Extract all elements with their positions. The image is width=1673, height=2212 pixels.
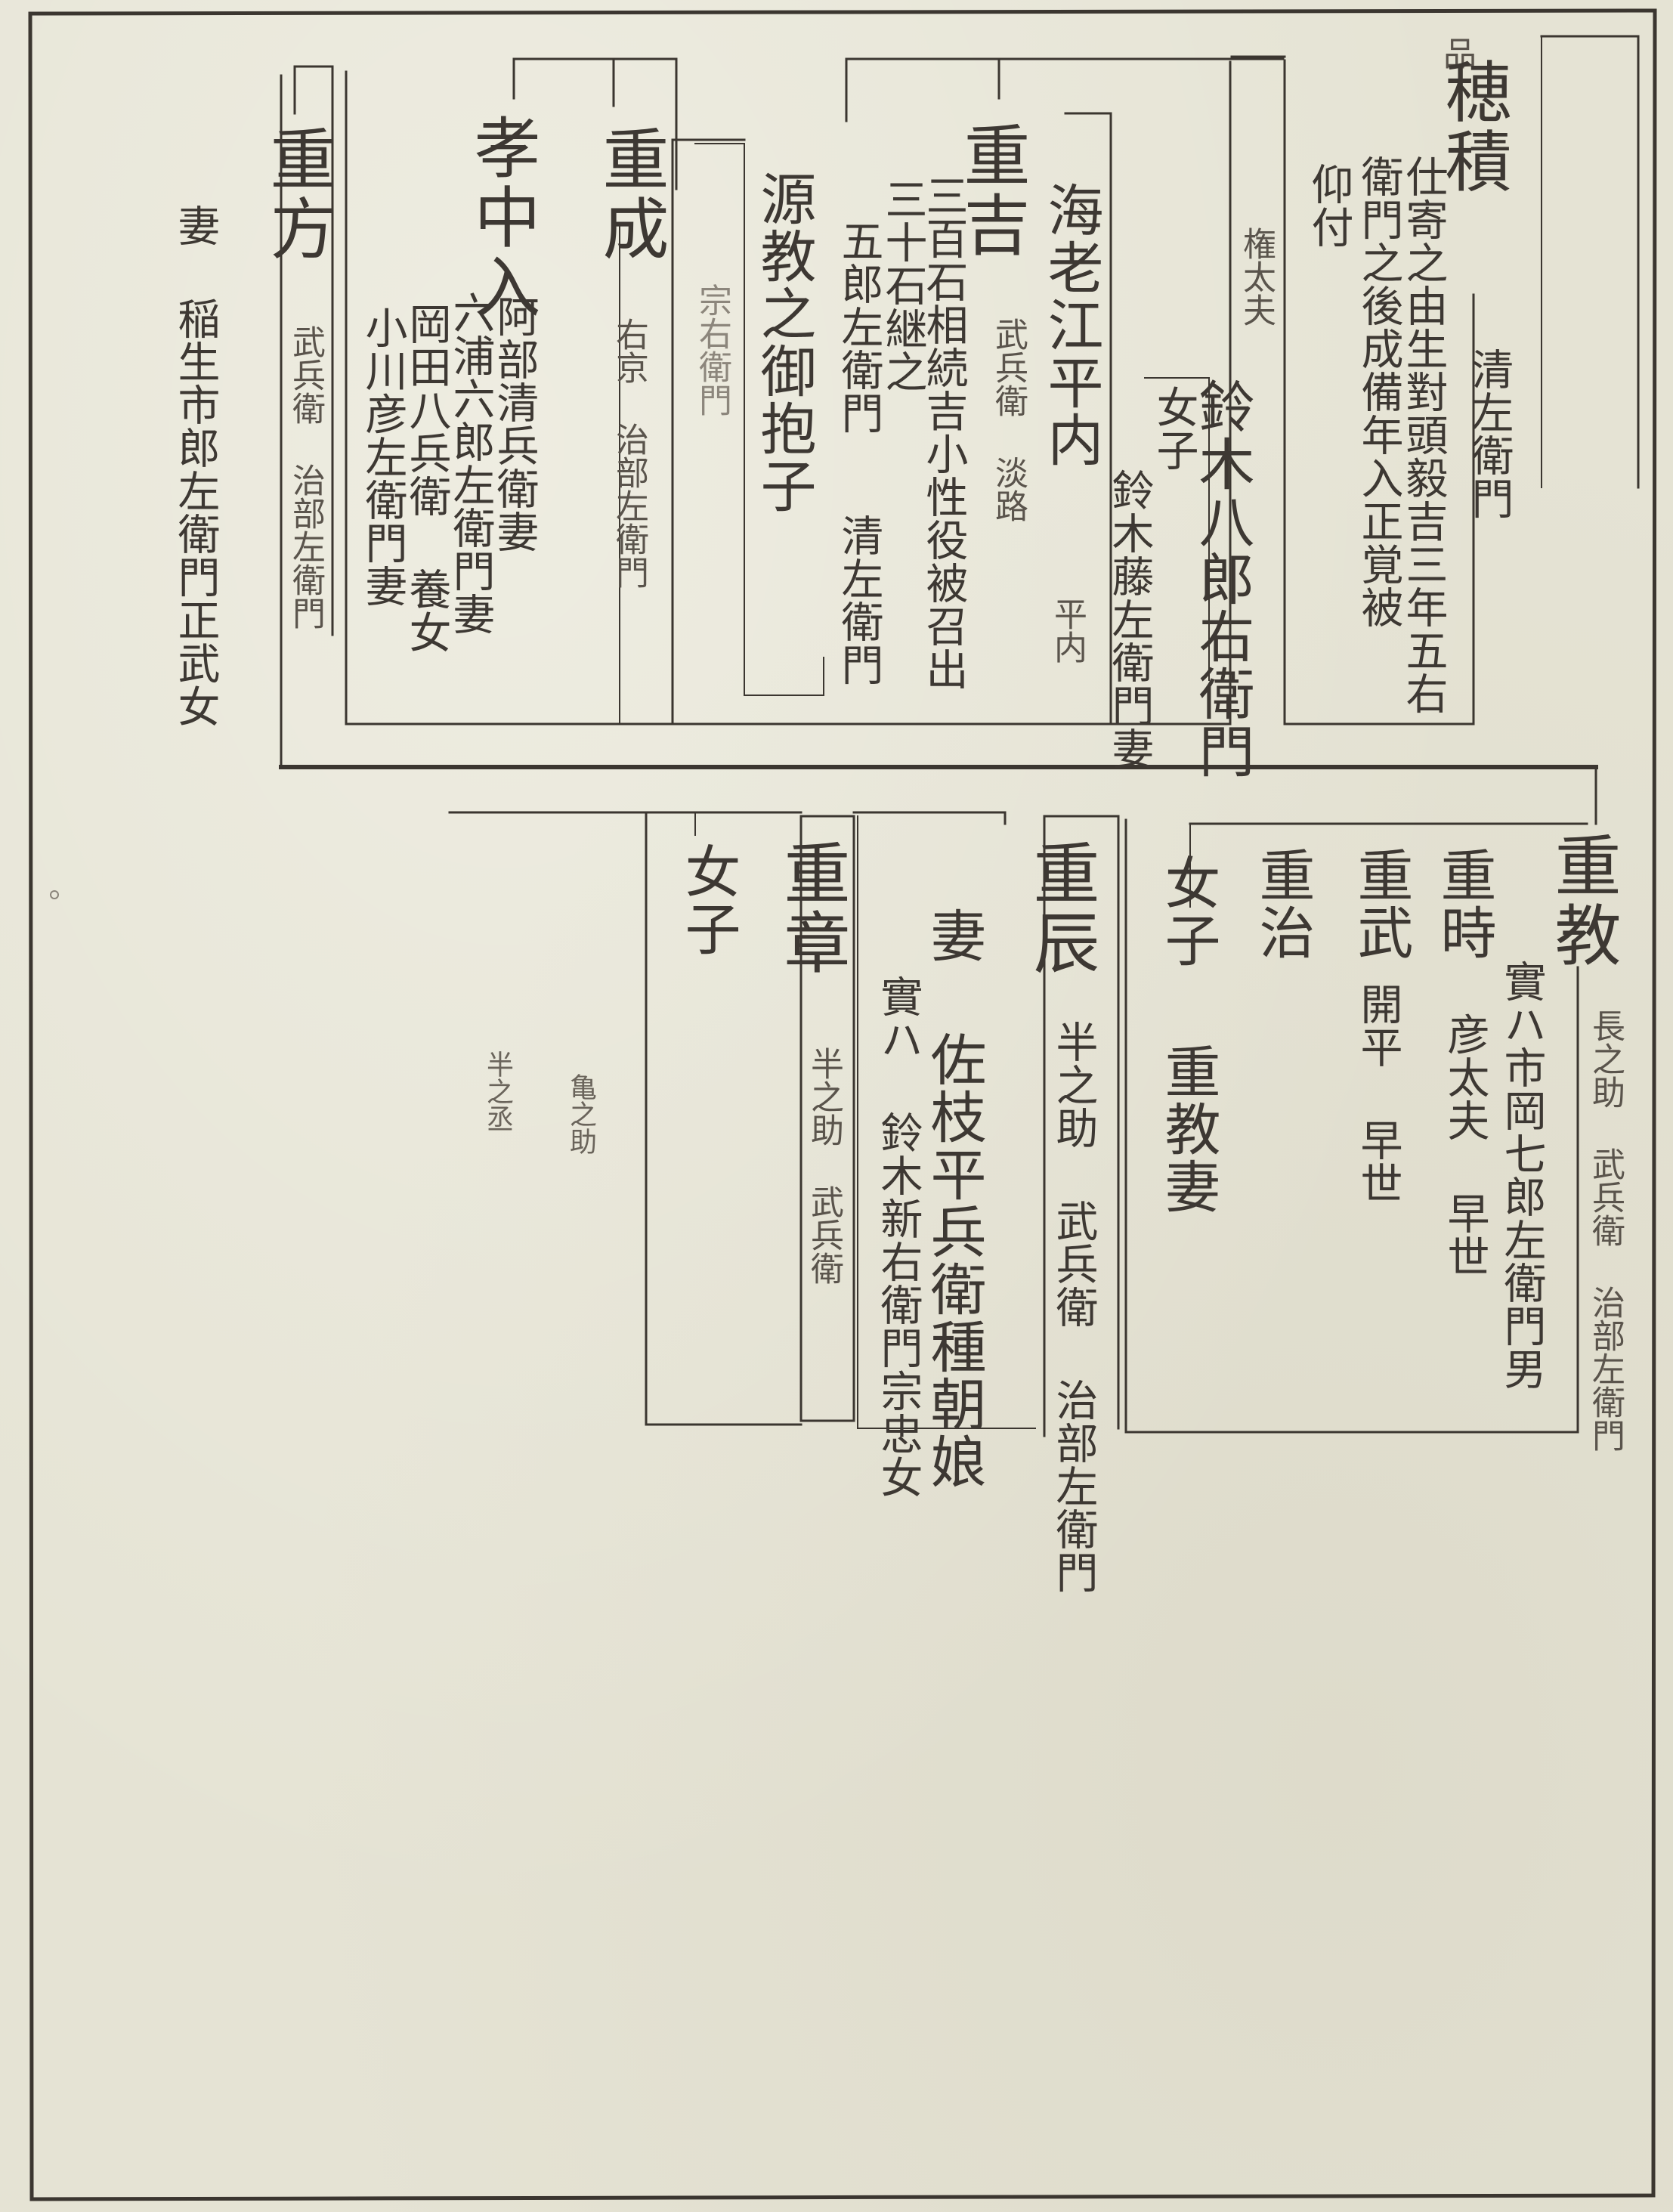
hozumi-note-1: 仕寄之由生對頭毅吉三年五右 [1399,155,1448,715]
shigeyoshi-name: 重吉 [953,121,1031,260]
kochuu-name: 孝中入 [463,113,541,322]
daughter-2-label: 女子 [676,843,741,958]
shigekata-name: 重方 [259,125,337,264]
kochuu-note-2: 六浦六郎左衛門妻 [446,291,495,636]
hozumi-note-3: 仰付 [1304,162,1353,249]
shigetake-note: 開平 早世 [1353,982,1402,1205]
shigetoki-note-2: 彦太夫 早世 [1440,1013,1489,1278]
hozumi-title: 清左衛門 [1464,348,1514,520]
minamoto-name: 源教之御抱子 [751,170,816,515]
shigekata-title: 武兵衛 治部左衛門 [286,325,325,630]
shigenori-name: 重教 [1544,831,1622,970]
kochuu-note-3: 岡田八兵衛 養女 [402,302,451,654]
shigetatsu-title: 半之助 武兵衛 治部左衛門 [1049,1020,1098,1594]
daughter-note: 重教妻 [1155,1043,1220,1215]
kai-name: 海老江平内 [1038,181,1103,469]
shigenari-title: 右京 治部左衛門 [610,317,648,589]
gon-name: 権太夫 [1237,227,1276,326]
kochuu-note-1: 阿部清兵衛妻 [490,295,539,553]
shigetatsu-spouse-1: 妻 佐枝平兵衛種朝娘 [921,907,986,1490]
gon-daughter-spouse: 鈴木藤左衛門妻 [1105,469,1154,770]
shigekata-spouse: 妻 稲生市郎左衛門正武女 [171,204,220,728]
minamoto-note: 宗右衛門 [693,283,731,416]
shigenari-name: 重成 [592,125,670,264]
shigetatsu-name: 重辰 [1022,839,1100,978]
shigetoki-note-1: 實ハ市岡七郎左衛門男 [1497,960,1546,1391]
margin-note-2: 半之丞 [482,1050,513,1132]
shigeyoshi-note-3: 五郎左衛門 [834,219,883,435]
shigeyoshi-note-4: 清左衛門 [834,514,883,686]
shigeyoshi-note-1: 三百石相続吉小性役被召出 [919,174,968,691]
outer-border [28,8,1657,2201]
daughter-label: 女子 [1155,854,1220,969]
shigetatsu-spouse-2: 實ハ 鈴木新右衛門宗忠女 [874,975,923,1499]
kochuu-note-4: 小川彦左衛門妻 [358,306,407,608]
shigeaki-name: 重章 [773,839,851,978]
margin-dot [50,890,59,899]
hozumi-name: 穂積 [1434,57,1512,196]
shigeharu-name: 重治 [1250,846,1315,961]
hozumi-mark: 品 [1437,36,1476,70]
gon-spouse: 鈴木八郎右衛門 [1189,378,1254,780]
shigetake-name: 重武 [1348,846,1413,961]
shigeaki-title: 半之助 武兵衛 [805,1047,843,1285]
shigeyoshi-title: 武兵衛 淡路 [989,317,1028,522]
margin-note-1: 亀之助 [565,1073,596,1155]
hozumi-note-2: 衛門之後成備年入正覚被 [1354,155,1403,629]
shigenori-title: 長之助 武兵衛 治部左衛門 [1586,1009,1625,1452]
gon-daughter-label: 女子 [1149,385,1198,472]
kai-note: 平内 [1048,597,1087,664]
shigetoki-name: 重時 [1431,846,1496,961]
shigeyoshi-note-2: 三十石継之 [878,178,927,393]
